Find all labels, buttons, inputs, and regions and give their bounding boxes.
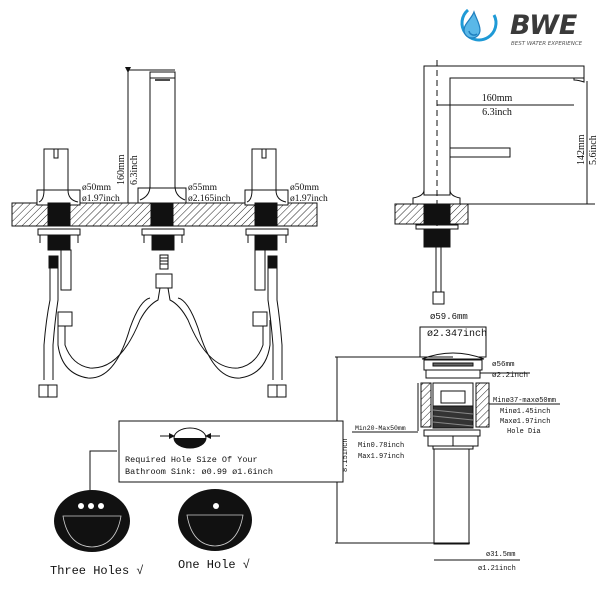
hole-dia-label: Hole Dia <box>507 428 541 436</box>
cap-dia-mm: ø59.6mm <box>430 312 468 322</box>
thickness-min: Min0.78inch <box>358 442 404 450</box>
hole-diagram-icon <box>160 427 220 449</box>
spout-height-dimension <box>125 67 175 203</box>
brand-name: BWE <box>510 10 578 41</box>
one-hole-label: One Hole √ <box>178 558 250 572</box>
three-holes-label: Three Holes √ <box>50 564 144 578</box>
spout-base-dia-inch: ø2.165inch <box>188 194 231 204</box>
reach-inch: 6.3inch <box>482 107 512 118</box>
drain-cap-callout-box <box>419 326 487 358</box>
height-inch: 5.6inch <box>588 135 599 165</box>
brand-logo: BWE BEST WATER EXPERIENCE <box>460 8 583 47</box>
three-hole-sink-icon <box>54 490 130 552</box>
supply-hoses <box>38 249 287 398</box>
hole-size-note-line2: Bathroom Sink: ø0.99 ø1.6inch <box>125 467 273 477</box>
side-view <box>394 60 595 305</box>
brand-tagline: BEST WATER EXPERIENCE <box>511 41 583 47</box>
flange-dia-inch: ø2.2inch <box>492 372 528 380</box>
side-lever-handle <box>449 147 511 158</box>
tail-dia-mm: ø31.5mm <box>486 551 515 559</box>
spout-height-inch: 6.3inch <box>129 155 140 185</box>
hole-size-note-box <box>118 420 344 483</box>
sink-hole-info: Required Hole Size Of Your Bathroom Sink… <box>50 420 344 578</box>
left-handle <box>36 148 81 206</box>
spout-base-dia-mm: ø55mm <box>188 183 218 193</box>
right-handle <box>244 148 289 206</box>
one-hole-sink-icon <box>178 489 252 551</box>
reach-mm: 160mm <box>482 93 513 104</box>
left-handle-dia-inch: ø1.97inch <box>82 194 120 204</box>
side-spout-body <box>423 65 585 196</box>
hole-dia-min: Minø1.45inch <box>500 408 550 416</box>
thickness-range: Min20-Max50mm <box>355 425 406 432</box>
tail-dia-inch: ø1.21inch <box>478 565 516 573</box>
drain-height-inch: 8.15inch <box>342 438 350 472</box>
height-mm: 142mm <box>576 134 587 165</box>
water-drop-logo-icon <box>460 8 498 42</box>
hole-size-note-line1: Required Hole Size Of Your <box>125 455 258 465</box>
side-view-labels: 160mm 6.3inch 142mm 5.6inch <box>482 93 599 165</box>
cap-dia-inch: ø2.347inch <box>427 328 487 340</box>
hole-dia-max: Maxø1.97inch <box>500 418 550 426</box>
callout-leader-line <box>89 450 117 498</box>
flange-dia-mm: ø56mm <box>492 361 515 369</box>
thickness-max: Max1.97inch <box>358 453 404 461</box>
right-handle-dia-inch: ø1.97inch <box>290 194 328 204</box>
front-view-labels: 160mm 6.3inch ø50mm ø1.97inch ø55mm ø2.1… <box>82 154 328 204</box>
spout <box>137 71 187 204</box>
front-view <box>11 67 318 398</box>
drain-tailpiece <box>433 448 470 545</box>
hole-dia-range: Minø37-maxø50mm <box>493 397 556 405</box>
left-handle-dia-mm: ø50mm <box>82 183 112 193</box>
spout-height-mm: 160mm <box>116 154 127 185</box>
right-handle-dia-mm: ø50mm <box>290 183 320 193</box>
mounting-hardware <box>37 228 289 251</box>
